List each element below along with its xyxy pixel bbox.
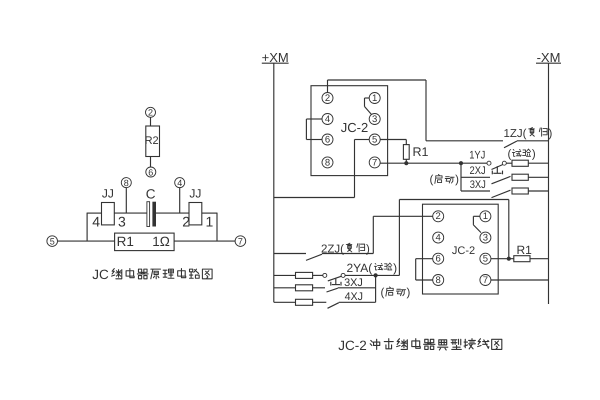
svg-text:2: 2 <box>148 108 153 118</box>
svg-text:5: 5 <box>50 236 55 246</box>
svg-text:JC-2: JC-2 <box>452 245 475 257</box>
svg-text:): ) <box>532 149 536 161</box>
svg-text:R1: R1 <box>413 145 429 159</box>
svg-text:-XM: -XM <box>537 50 561 65</box>
svg-text:R1: R1 <box>117 234 134 249</box>
svg-text:6: 6 <box>436 254 441 265</box>
svg-text:6: 6 <box>325 134 330 145</box>
svg-text:R2: R2 <box>145 135 159 147</box>
svg-text:2: 2 <box>325 93 330 104</box>
svg-text:JC: JC <box>92 267 109 282</box>
svg-text:4: 4 <box>92 214 100 230</box>
svg-text:3: 3 <box>483 232 488 243</box>
svg-text:7: 7 <box>238 236 243 246</box>
svg-text:2: 2 <box>436 211 441 222</box>
svg-text:): ) <box>455 174 459 186</box>
svg-text:1ZJ(: 1ZJ( <box>504 128 527 140</box>
svg-text:3XJ: 3XJ <box>344 277 363 289</box>
svg-text:C: C <box>146 187 156 202</box>
svg-text:1: 1 <box>483 211 488 222</box>
svg-text:3XJ: 3XJ <box>470 179 486 191</box>
svg-text:R1: R1 <box>517 243 533 257</box>
svg-text:1: 1 <box>372 93 377 104</box>
svg-text:6: 6 <box>148 167 153 177</box>
svg-text:+XM: +XM <box>262 50 289 65</box>
svg-text:4: 4 <box>325 114 330 125</box>
svg-text:4: 4 <box>177 178 182 188</box>
svg-text:4XJ: 4XJ <box>345 291 363 303</box>
svg-text:(: ( <box>430 174 434 186</box>
svg-text:7: 7 <box>483 275 488 286</box>
svg-text:1YJ: 1YJ <box>469 150 485 162</box>
svg-text:3: 3 <box>118 214 126 230</box>
svg-text:): ) <box>366 243 370 255</box>
svg-text:8: 8 <box>124 178 129 188</box>
svg-text:8: 8 <box>325 157 330 168</box>
svg-text:4: 4 <box>436 232 441 243</box>
svg-text:3: 3 <box>372 114 377 125</box>
svg-text:1Ω: 1Ω <box>152 234 170 249</box>
svg-text:7: 7 <box>372 157 377 168</box>
svg-text:): ) <box>393 261 397 275</box>
svg-text:5: 5 <box>483 254 488 265</box>
svg-text:): ) <box>407 287 411 299</box>
svg-text:2ZJ(: 2ZJ( <box>321 243 344 255</box>
svg-text:JJ: JJ <box>102 186 114 200</box>
svg-text:): ) <box>549 128 553 140</box>
svg-text:5: 5 <box>372 134 377 145</box>
svg-text:JC-2: JC-2 <box>341 120 368 135</box>
svg-text:2: 2 <box>182 214 190 230</box>
svg-text:(: ( <box>381 287 385 299</box>
svg-text:(: ( <box>508 149 512 161</box>
svg-text:2XJ: 2XJ <box>470 165 486 177</box>
svg-text:1: 1 <box>206 214 214 230</box>
svg-text:2YA(: 2YA( <box>347 261 373 275</box>
svg-text:JC-2: JC-2 <box>338 338 367 353</box>
svg-text:8: 8 <box>436 275 441 286</box>
svg-text:JJ: JJ <box>189 186 201 200</box>
